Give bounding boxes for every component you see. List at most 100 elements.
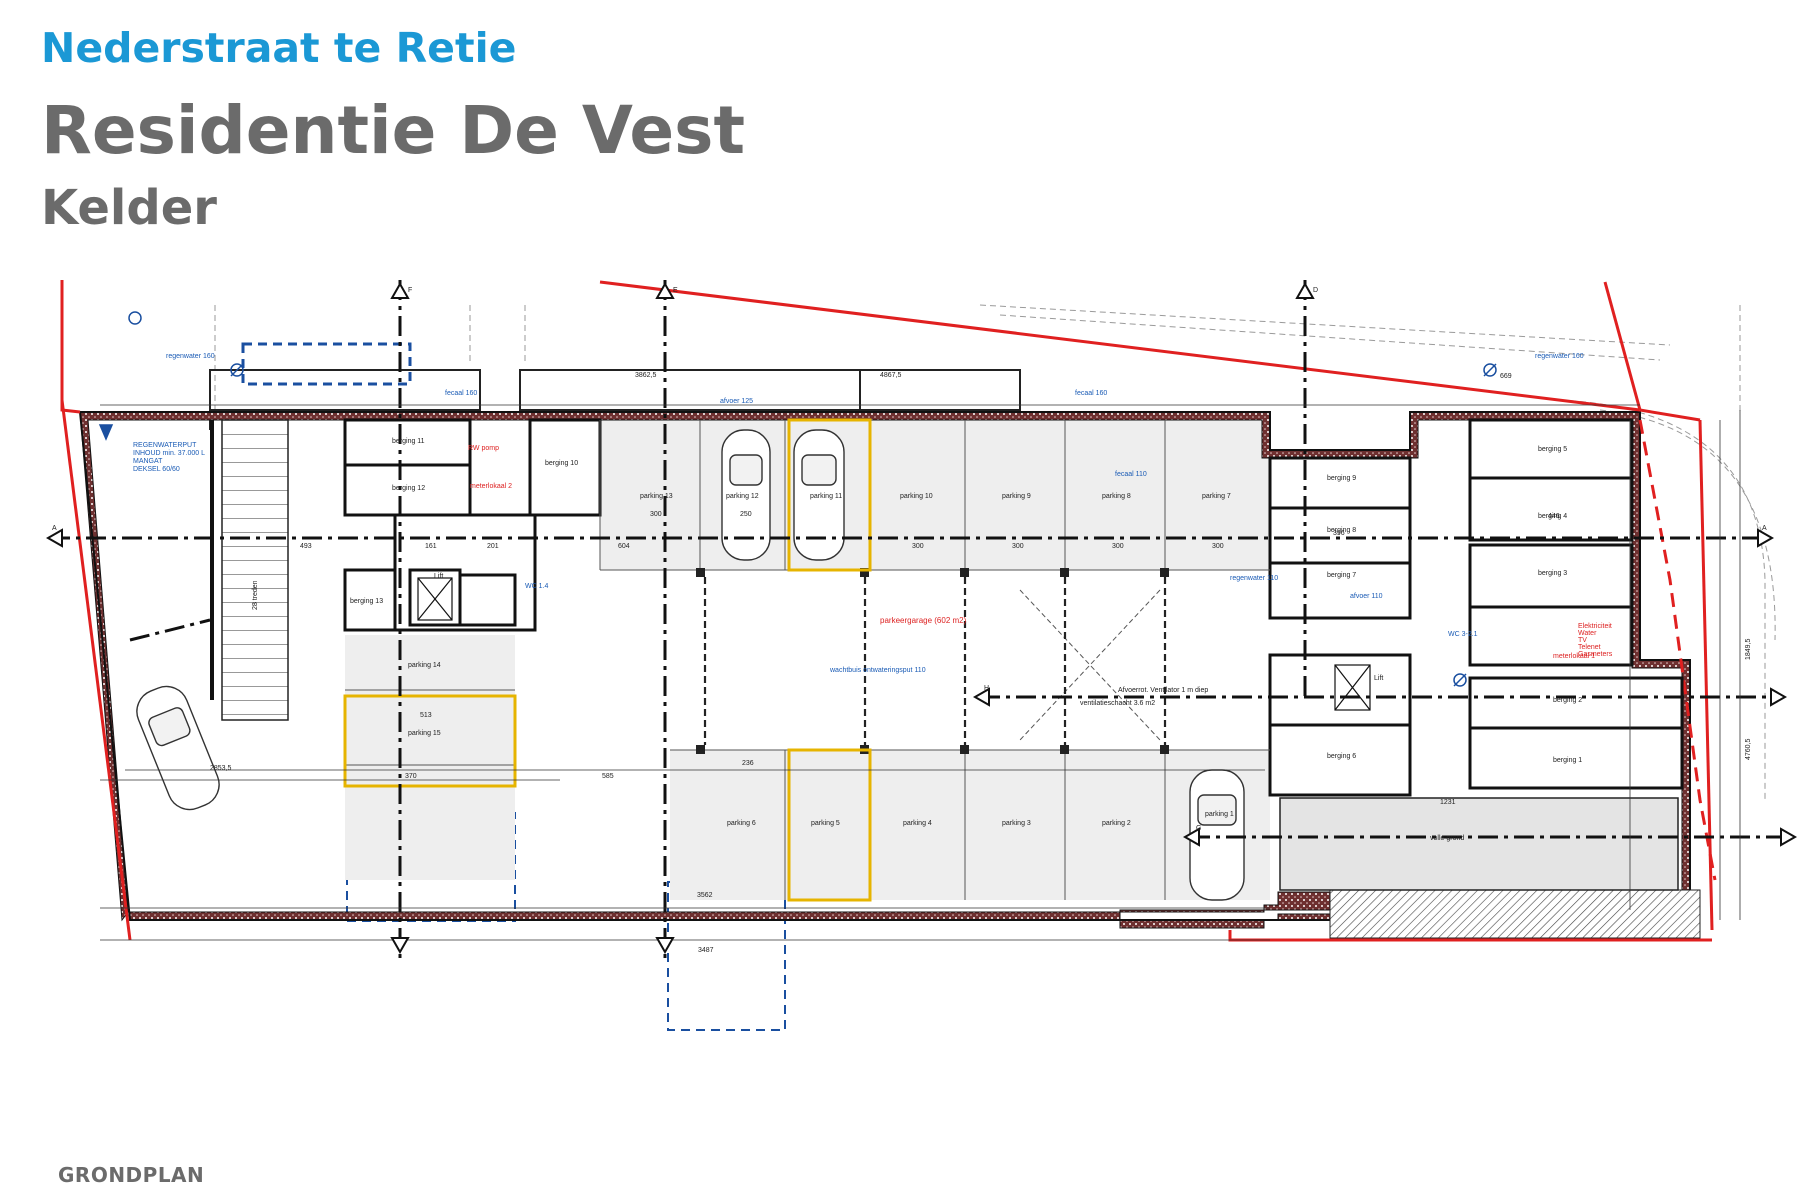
label-fans: Afvoerrot. Ventilator 1 m diep — [1118, 687, 1208, 694]
label-lift-left: Lift — [434, 573, 443, 580]
parking-shading — [345, 420, 1270, 900]
label-utilities: Elektriciteit — [1578, 623, 1612, 630]
dim-370: 370 — [405, 773, 417, 780]
label-ramp: 28 treden — [252, 580, 259, 610]
dim-201: 201 — [487, 543, 499, 550]
section-mark-h: H — [984, 685, 989, 692]
dim-lines — [100, 404, 1741, 941]
dim-4760: 4760,5 — [1745, 738, 1752, 760]
label-berging-5: berging 5 — [1538, 446, 1567, 453]
label-pipe-drain125: afvoer 125 — [720, 398, 753, 405]
section-mark-a-left: A — [52, 525, 57, 532]
label-parking-5: parking 5 — [811, 820, 840, 827]
dim-300-a: 300 — [650, 511, 662, 518]
label-pipe-fecal: fecaal 160 — [445, 390, 477, 397]
label-wc2: WC 3-2.1 — [1448, 631, 1478, 638]
dim-3562: 3562 — [697, 892, 713, 899]
label-wc1: WC 1.4 — [525, 583, 548, 590]
sheet-label: GRONDPLAN — [58, 1163, 205, 1187]
label-parking-13: parking 13 — [640, 493, 673, 500]
label-berging-4: berging 4 — [1538, 513, 1567, 520]
floor-plan: F E D A A H G parking 1 parking 2 parkin… — [45, 280, 1798, 1031]
label-parking-14: parking 14 — [408, 662, 441, 669]
section-mark-f: F — [408, 287, 412, 294]
label-berging-11: berging 11 — [392, 438, 425, 445]
label-rainwater-well: REGENWATERPUT — [133, 442, 197, 449]
label-berging-7: berging 7 — [1327, 572, 1356, 579]
label-garage: parkeergarage (602 m2) — [880, 616, 967, 625]
label-parking-8: parking 8 — [1102, 493, 1131, 500]
label-berging-1: berging 1 — [1553, 757, 1582, 764]
label-pipe-fecal-right: fecaal 160 — [1075, 390, 1107, 397]
dim-604: 604 — [618, 543, 630, 550]
label-telenet: Telenet — [1578, 644, 1601, 651]
label-meter-room-2: meterlokaal 2 — [470, 483, 512, 490]
label-berging-12: berging 12 — [392, 485, 425, 492]
cars — [136, 429, 1245, 901]
plan-labels: F E D A A H G parking 1 parking 2 parkin… — [52, 287, 1767, 954]
label-meter-room: meterlokaal 1 — [1553, 653, 1595, 660]
label-parking-3: parking 3 — [1002, 820, 1031, 827]
section-lines — [50, 280, 1790, 960]
section-mark-d: D — [1313, 287, 1318, 294]
label-berging-13: berging 13 — [350, 598, 383, 605]
section-mark-e: E — [673, 287, 678, 294]
upper-outlines — [209, 369, 1021, 430]
label-parking-11: parking 11 — [810, 493, 842, 500]
section-mark-a-right: A — [1762, 525, 1767, 532]
label-parking-2: parking 2 — [1102, 820, 1131, 827]
dim-161: 161 — [425, 543, 437, 550]
property-boundary — [60, 280, 1717, 942]
label-parking-6: parking 6 — [727, 820, 756, 827]
dim-493: 493 — [300, 543, 312, 550]
core-left — [343, 418, 602, 632]
label-berging-8: berging 8 — [1327, 527, 1356, 534]
dim-2853: 2853,5 — [210, 765, 232, 772]
label-berging-10: berging 10 — [545, 460, 578, 467]
label-pipe-drain: afvoer 110 — [1350, 593, 1383, 600]
dim-250: 250 — [740, 511, 752, 518]
label-pipe-rain: regenwater 160 — [166, 353, 215, 360]
label-soil: volle grond — [1430, 835, 1464, 842]
columns — [696, 568, 1169, 754]
label-gas: Gasmeters — [1578, 651, 1613, 658]
label-tv: TV — [1578, 637, 1587, 644]
label-berging-6: berging 6 — [1327, 753, 1356, 760]
dim-513: 513 — [420, 712, 432, 719]
section-mark-g: G — [1196, 825, 1201, 832]
label-parking-1: parking 1 — [1205, 811, 1234, 818]
label-parking-10: parking 10 — [900, 493, 933, 500]
label-pipe-channel: wachtbuis ontwateringsput 110 — [829, 667, 926, 674]
label-berging-3: berging 3 — [1538, 570, 1567, 577]
dim-446: 446 — [1548, 513, 1560, 520]
core-right — [1268, 418, 1684, 797]
dim-4867: 4867,5 — [880, 372, 902, 379]
location-title: Nederstraat te Retie — [41, 24, 517, 72]
label-rainwater-capacity: INHOUD min. 37.000 L — [133, 450, 205, 457]
label-manhole: MANGAT — [133, 458, 163, 465]
label-lift-right: Lift — [1374, 675, 1383, 682]
label-lid: DEKSEL 60/60 — [133, 466, 180, 473]
label-pump: RW pomp — [468, 445, 499, 452]
soil-hatch — [1329, 889, 1701, 939]
label-parking-9: parking 9 — [1002, 493, 1031, 500]
label-pipe-rain-right: regenwater 160 — [1535, 353, 1584, 360]
highlighted-parkings — [343, 418, 872, 902]
dim-396: 396 — [1333, 530, 1345, 537]
label-vent: ventilatieschacht 3.6 m2 — [1080, 700, 1155, 707]
label-water: Water — [1578, 630, 1597, 637]
label-berging-9: berging 9 — [1327, 475, 1356, 482]
dim-300-d: 300 — [1112, 543, 1124, 550]
dim-3862: 3862,5 — [635, 372, 657, 379]
label-berging-2: berging 2 — [1553, 697, 1582, 704]
label-parking-4: parking 4 — [903, 820, 932, 827]
dim-585: 585 — [602, 773, 614, 780]
dim-236: 236 — [742, 760, 754, 767]
label-parking-15: parking 15 — [408, 730, 441, 737]
label-parking-12: parking 12 — [726, 493, 759, 500]
dim-3487: 3487 — [698, 947, 714, 954]
soil-fill — [1279, 797, 1679, 891]
label-pipe-fecal110: fecaal 110 — [1115, 471, 1147, 478]
project-title: Residentie De Vest — [41, 92, 745, 169]
label-parking-7: parking 7 — [1202, 493, 1231, 500]
